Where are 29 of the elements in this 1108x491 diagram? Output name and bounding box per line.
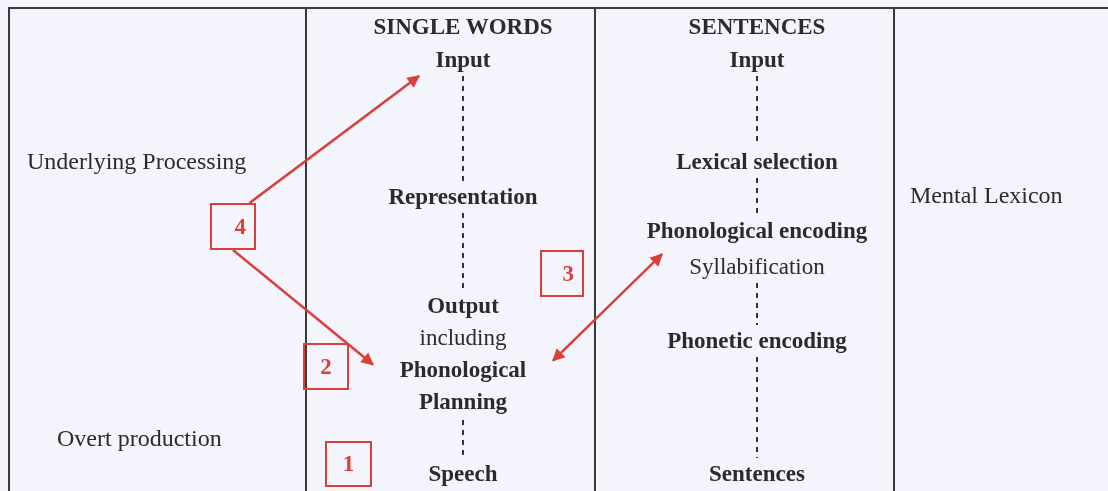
stage-label: Representation <box>355 181 571 213</box>
stage-label: Lexical selection <box>637 146 877 178</box>
arrow <box>248 75 421 204</box>
dashed-connector <box>462 212 464 289</box>
row-label: Mental Lexicon <box>910 181 1063 210</box>
stage-label: Speech <box>413 458 513 490</box>
callout-number: 3 <box>540 250 584 297</box>
dashed-connector <box>756 356 758 459</box>
stage-label: Sentences <box>687 458 827 490</box>
row-label: Underlying Processing <box>27 147 247 176</box>
dashed-connector <box>756 177 758 216</box>
stage-label: Syllabification <box>662 251 852 283</box>
arrow <box>232 249 374 366</box>
callout-number: 1 <box>325 441 372 487</box>
dashed-connector <box>756 282 758 326</box>
stage-label: Output <box>427 292 499 320</box>
callout-number: 4 <box>210 203 256 250</box>
dashed-connector <box>462 75 464 182</box>
stage-label: Input <box>413 44 513 76</box>
stage-label: including <box>419 324 507 352</box>
stage-label: Input <box>707 44 807 76</box>
row-label: Overt production <box>57 424 222 453</box>
stage-label: Phonological Planning <box>398 356 528 416</box>
column-heading: SENTENCES <box>687 13 827 41</box>
callout-number: 2 <box>303 343 349 390</box>
column-heading: SINGLE WORDS <box>372 13 554 41</box>
stage-label: Phonetic encoding <box>647 325 867 357</box>
arrow <box>552 253 663 362</box>
stage-label: Phonological encoding <box>605 215 909 247</box>
